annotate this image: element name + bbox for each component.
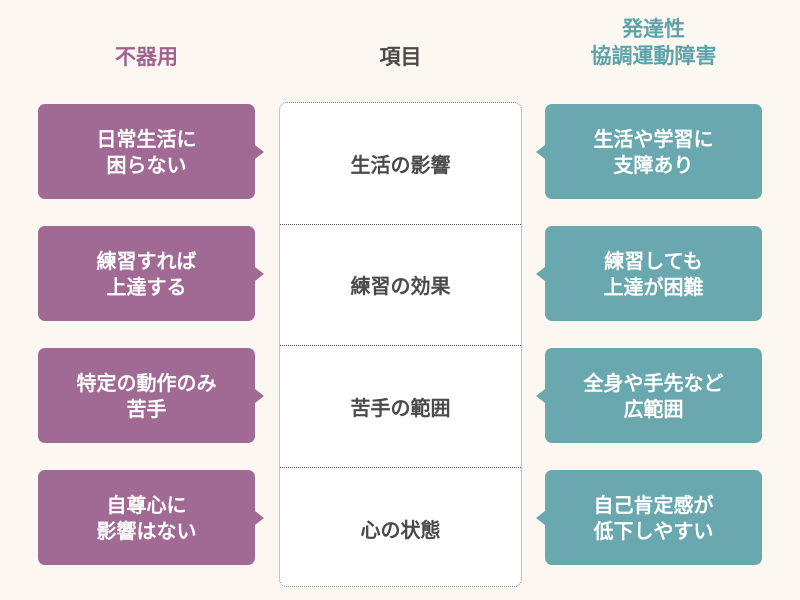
dcd-box-range: 全身や手先など 広範囲 [536,348,762,443]
clumsy-box-mind: 自尊心に 影響はない [38,470,264,565]
item-life-impact: 生活の影響 [280,103,521,225]
dcd-box-practice: 練習しても 上達が困難 [536,226,762,321]
header-item: 項目 [379,45,422,69]
clumsy-box-life: 日常生活に 困らない [38,104,264,199]
item-mental-state: 心の状態 [360,517,441,542]
item-column: 生活の影響 練習の効果 苦手の範囲 心の状態 [279,102,522,587]
item-practice-effect: 練習の効果 [280,225,521,346]
item-difficulty-range: 苦手の範囲 [280,346,521,468]
dcd-box-life: 生活や学習に 支障あり [536,104,762,199]
clumsy-box-range: 特定の動作のみ 苦手 [38,348,264,443]
header-clumsy: 不器用 [115,45,178,69]
dcd-box-mind: 自己肯定感が 低下しやすい [536,470,762,565]
header-dcd: 発達性 協調運動障害 [590,17,717,68]
clumsy-box-practice: 練習すれば 上達する [38,226,264,321]
